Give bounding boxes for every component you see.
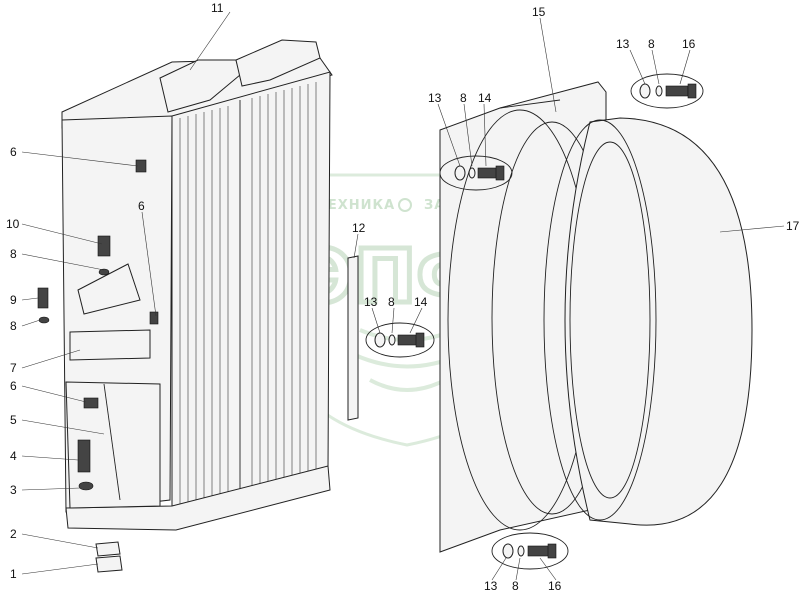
callout-8-top: 8 <box>648 37 655 51</box>
gear-icon <box>398 198 412 212</box>
seal-strip-12 <box>347 255 359 421</box>
callout-10: 10 <box>6 217 20 231</box>
callout-13-top: 13 <box>616 37 630 51</box>
callout-11: 11 <box>211 1 224 15</box>
callout-7: 7 <box>10 361 17 375</box>
callout-14-center: 14 <box>414 295 428 309</box>
callout-14-shroud: 14 <box>478 91 492 105</box>
bolt-4 <box>77 439 91 473</box>
callout-8-bottom: 8 <box>512 579 519 593</box>
fan-ring-17 <box>543 117 753 526</box>
callout-6-upper: 6 <box>10 145 17 159</box>
callout-4: 4 <box>10 449 17 463</box>
leader-lines <box>21 11 785 581</box>
callout-13-center: 13 <box>364 295 378 309</box>
callout-8-plate: 8 <box>10 247 17 261</box>
callout-8-center: 8 <box>388 295 395 309</box>
callout-13-bottom: 13 <box>484 579 498 593</box>
callout-16-bottom: 16 <box>548 579 562 593</box>
bolt-6-lower <box>83 397 99 409</box>
callout-9: 9 <box>10 293 17 307</box>
callout-2: 2 <box>10 527 17 541</box>
callout-15: 15 <box>532 5 546 19</box>
callout-8-shroud: 8 <box>460 91 467 105</box>
washer-3 <box>78 481 94 491</box>
bolt-6-middle <box>149 311 159 325</box>
radiator-assembly <box>37 39 333 573</box>
fastener-group-center <box>365 322 435 358</box>
washer-8-left <box>38 316 50 324</box>
watermark-text-left: ТЕХНИКА <box>318 198 395 213</box>
nut-1 <box>95 555 123 573</box>
callout-12: 12 <box>352 221 366 235</box>
fastener-group-shroud <box>439 155 513 191</box>
fastener-group-top-right <box>630 73 704 109</box>
bolt-9 <box>37 287 49 309</box>
fan-shroud-15 <box>439 81 613 553</box>
callout-8-left: 8 <box>10 319 17 333</box>
callout-labels: 11 6 6 10 8 9 8 7 6 5 4 3 2 1 12 15 13 8… <box>6 1 800 593</box>
callout-6-middle: 6 <box>138 199 145 213</box>
fastener-group-bottom <box>491 532 569 570</box>
callout-5: 5 <box>10 413 17 427</box>
callout-17: 17 <box>786 219 800 233</box>
washer-8-plate <box>98 268 110 276</box>
bolt-10 <box>97 235 111 257</box>
washer-2 <box>95 541 121 557</box>
callout-1: 1 <box>10 567 17 581</box>
callout-16-top: 16 <box>682 37 696 51</box>
callout-13-shroud: 13 <box>428 91 442 105</box>
callout-6-lower: 6 <box>10 379 17 393</box>
callout-3: 3 <box>10 483 17 497</box>
